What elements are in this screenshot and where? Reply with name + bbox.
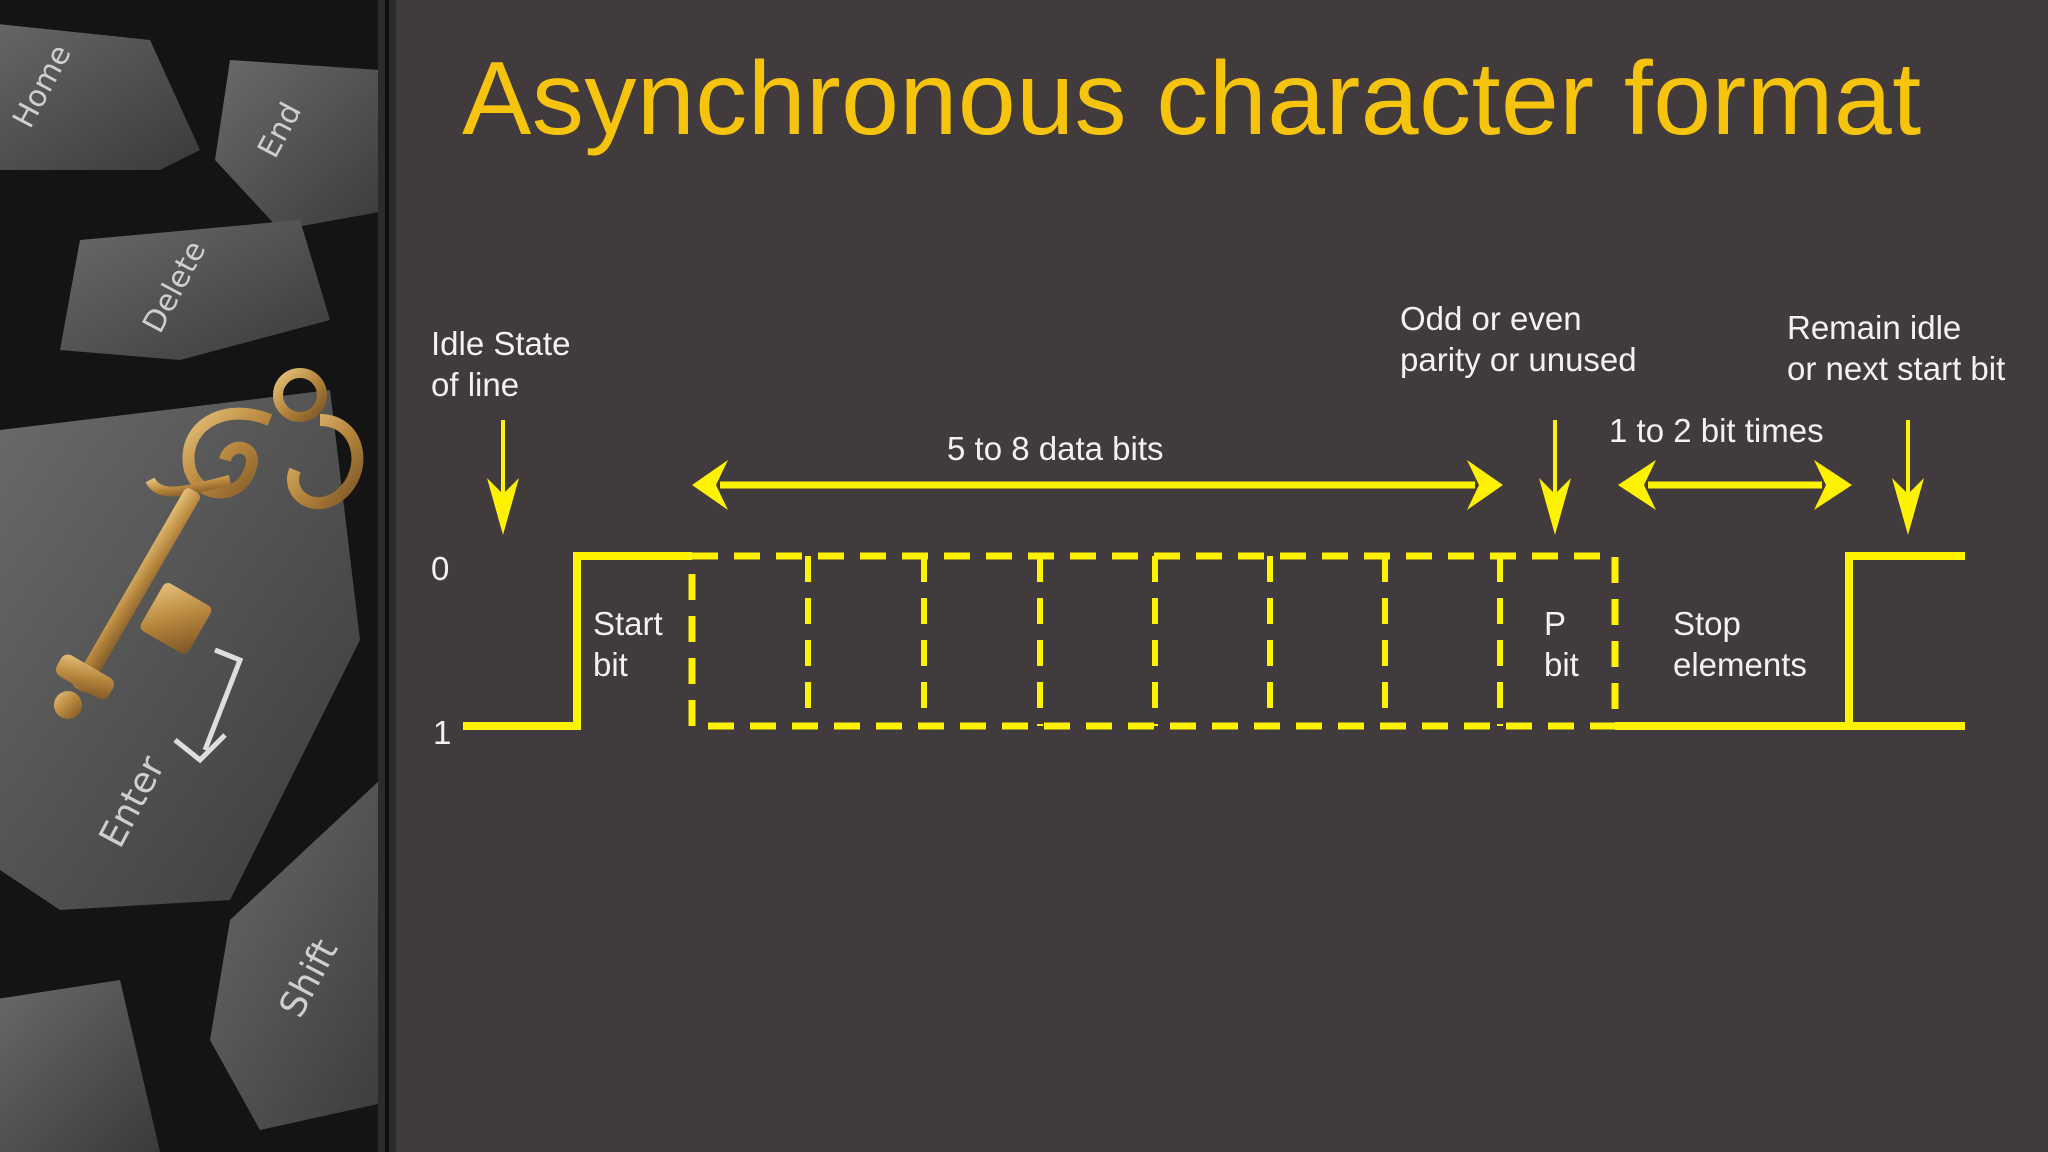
parity-note-line-1: Odd or even <box>1400 300 1582 337</box>
remain-idle-label: Remain idle or next start bit <box>1787 307 2005 389</box>
idle-label-line-1: Idle State <box>431 325 571 362</box>
start-bit-line-2: bit <box>593 646 628 683</box>
idle-label-line-2: of line <box>431 366 520 403</box>
waveform-stop-idle <box>1615 552 1965 730</box>
idle-state-label: Idle State of line <box>431 323 570 405</box>
parity-note-label: Odd or even parity or unused <box>1400 298 1637 380</box>
keycap-end: End <box>215 60 390 230</box>
remain-down-arrow-icon <box>1892 420 1924 535</box>
keycap-delete: Delete <box>60 220 330 360</box>
keyboard-photo: Home End Delete Enter Shift <box>0 0 396 1152</box>
start-bit-line-1: Start <box>593 605 663 642</box>
stop-time-double-arrow-icon <box>1618 460 1852 510</box>
keycap-home: Home <box>0 24 200 170</box>
stop-label-line-2: elements <box>1673 646 1807 683</box>
remain-label-line-1: Remain idle <box>1787 309 1962 346</box>
bit-dividers <box>805 556 1503 726</box>
start-bit-label: Start bit <box>593 603 663 685</box>
golden-key-icon <box>54 368 364 719</box>
stop-time-label: 1 to 2 bit times <box>1609 412 1824 449</box>
stop-label-line-1: Stop <box>1673 605 1741 642</box>
level-zero-label: 0 <box>431 550 450 587</box>
parity-bit-label: P bit <box>1544 603 1579 685</box>
waveform-idle-start <box>463 552 692 730</box>
parity-note-line-2: parity or unused <box>1400 341 1637 378</box>
data-bits-label: 5 to 8 data bits <box>947 430 1164 467</box>
enter-arrow-icon <box>173 647 244 764</box>
level-one-label: 1 <box>433 714 452 751</box>
idle-down-arrow-icon <box>487 420 519 535</box>
data-bits-double-arrow-icon <box>692 460 1503 510</box>
parity-bit-line-2: bit <box>1544 646 1579 683</box>
remain-label-line-2: or next start bit <box>1787 350 2006 387</box>
stop-elements-label: Stop elements <box>1673 603 1807 685</box>
parity-down-arrow-icon <box>1539 420 1571 535</box>
keycap-shift: Shift <box>210 780 396 1130</box>
parity-bit-line-1: P <box>1544 605 1567 642</box>
slide-title: Asynchronous character format <box>462 41 1922 157</box>
